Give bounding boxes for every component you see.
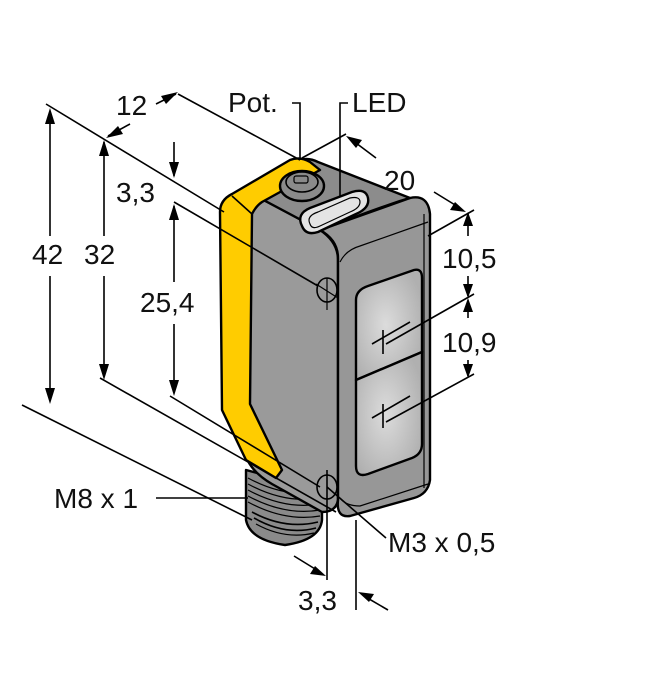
dim-hole-edge-offset: 3,3 xyxy=(298,585,337,616)
dim-overall-height: 42 xyxy=(32,239,63,270)
dim-depth: 12 xyxy=(116,90,147,121)
led-window xyxy=(299,189,370,235)
dim-width: 20 xyxy=(384,165,415,196)
dim-top-to-hole: 3,3 xyxy=(116,177,155,208)
lens-upper xyxy=(354,268,424,382)
lens-lower xyxy=(354,350,424,477)
label-led: LED xyxy=(352,87,406,118)
label-mount-thread: M3 x 0,5 xyxy=(388,527,495,558)
sensor-body xyxy=(218,157,432,547)
dimension-lines xyxy=(21,92,475,611)
dim-hole-spacing: 25,4 xyxy=(140,287,195,318)
label-connector-thread: M8 x 1 xyxy=(54,483,138,514)
potentiometer xyxy=(278,169,326,203)
dim-body-height: 32 xyxy=(84,239,115,270)
dim-lens-spacing: 10,9 xyxy=(442,327,497,358)
label-potentiometer: Pot. xyxy=(228,87,278,118)
dim-lens-top-offset: 10,5 xyxy=(442,243,497,274)
mounting-hole-top xyxy=(315,277,339,310)
